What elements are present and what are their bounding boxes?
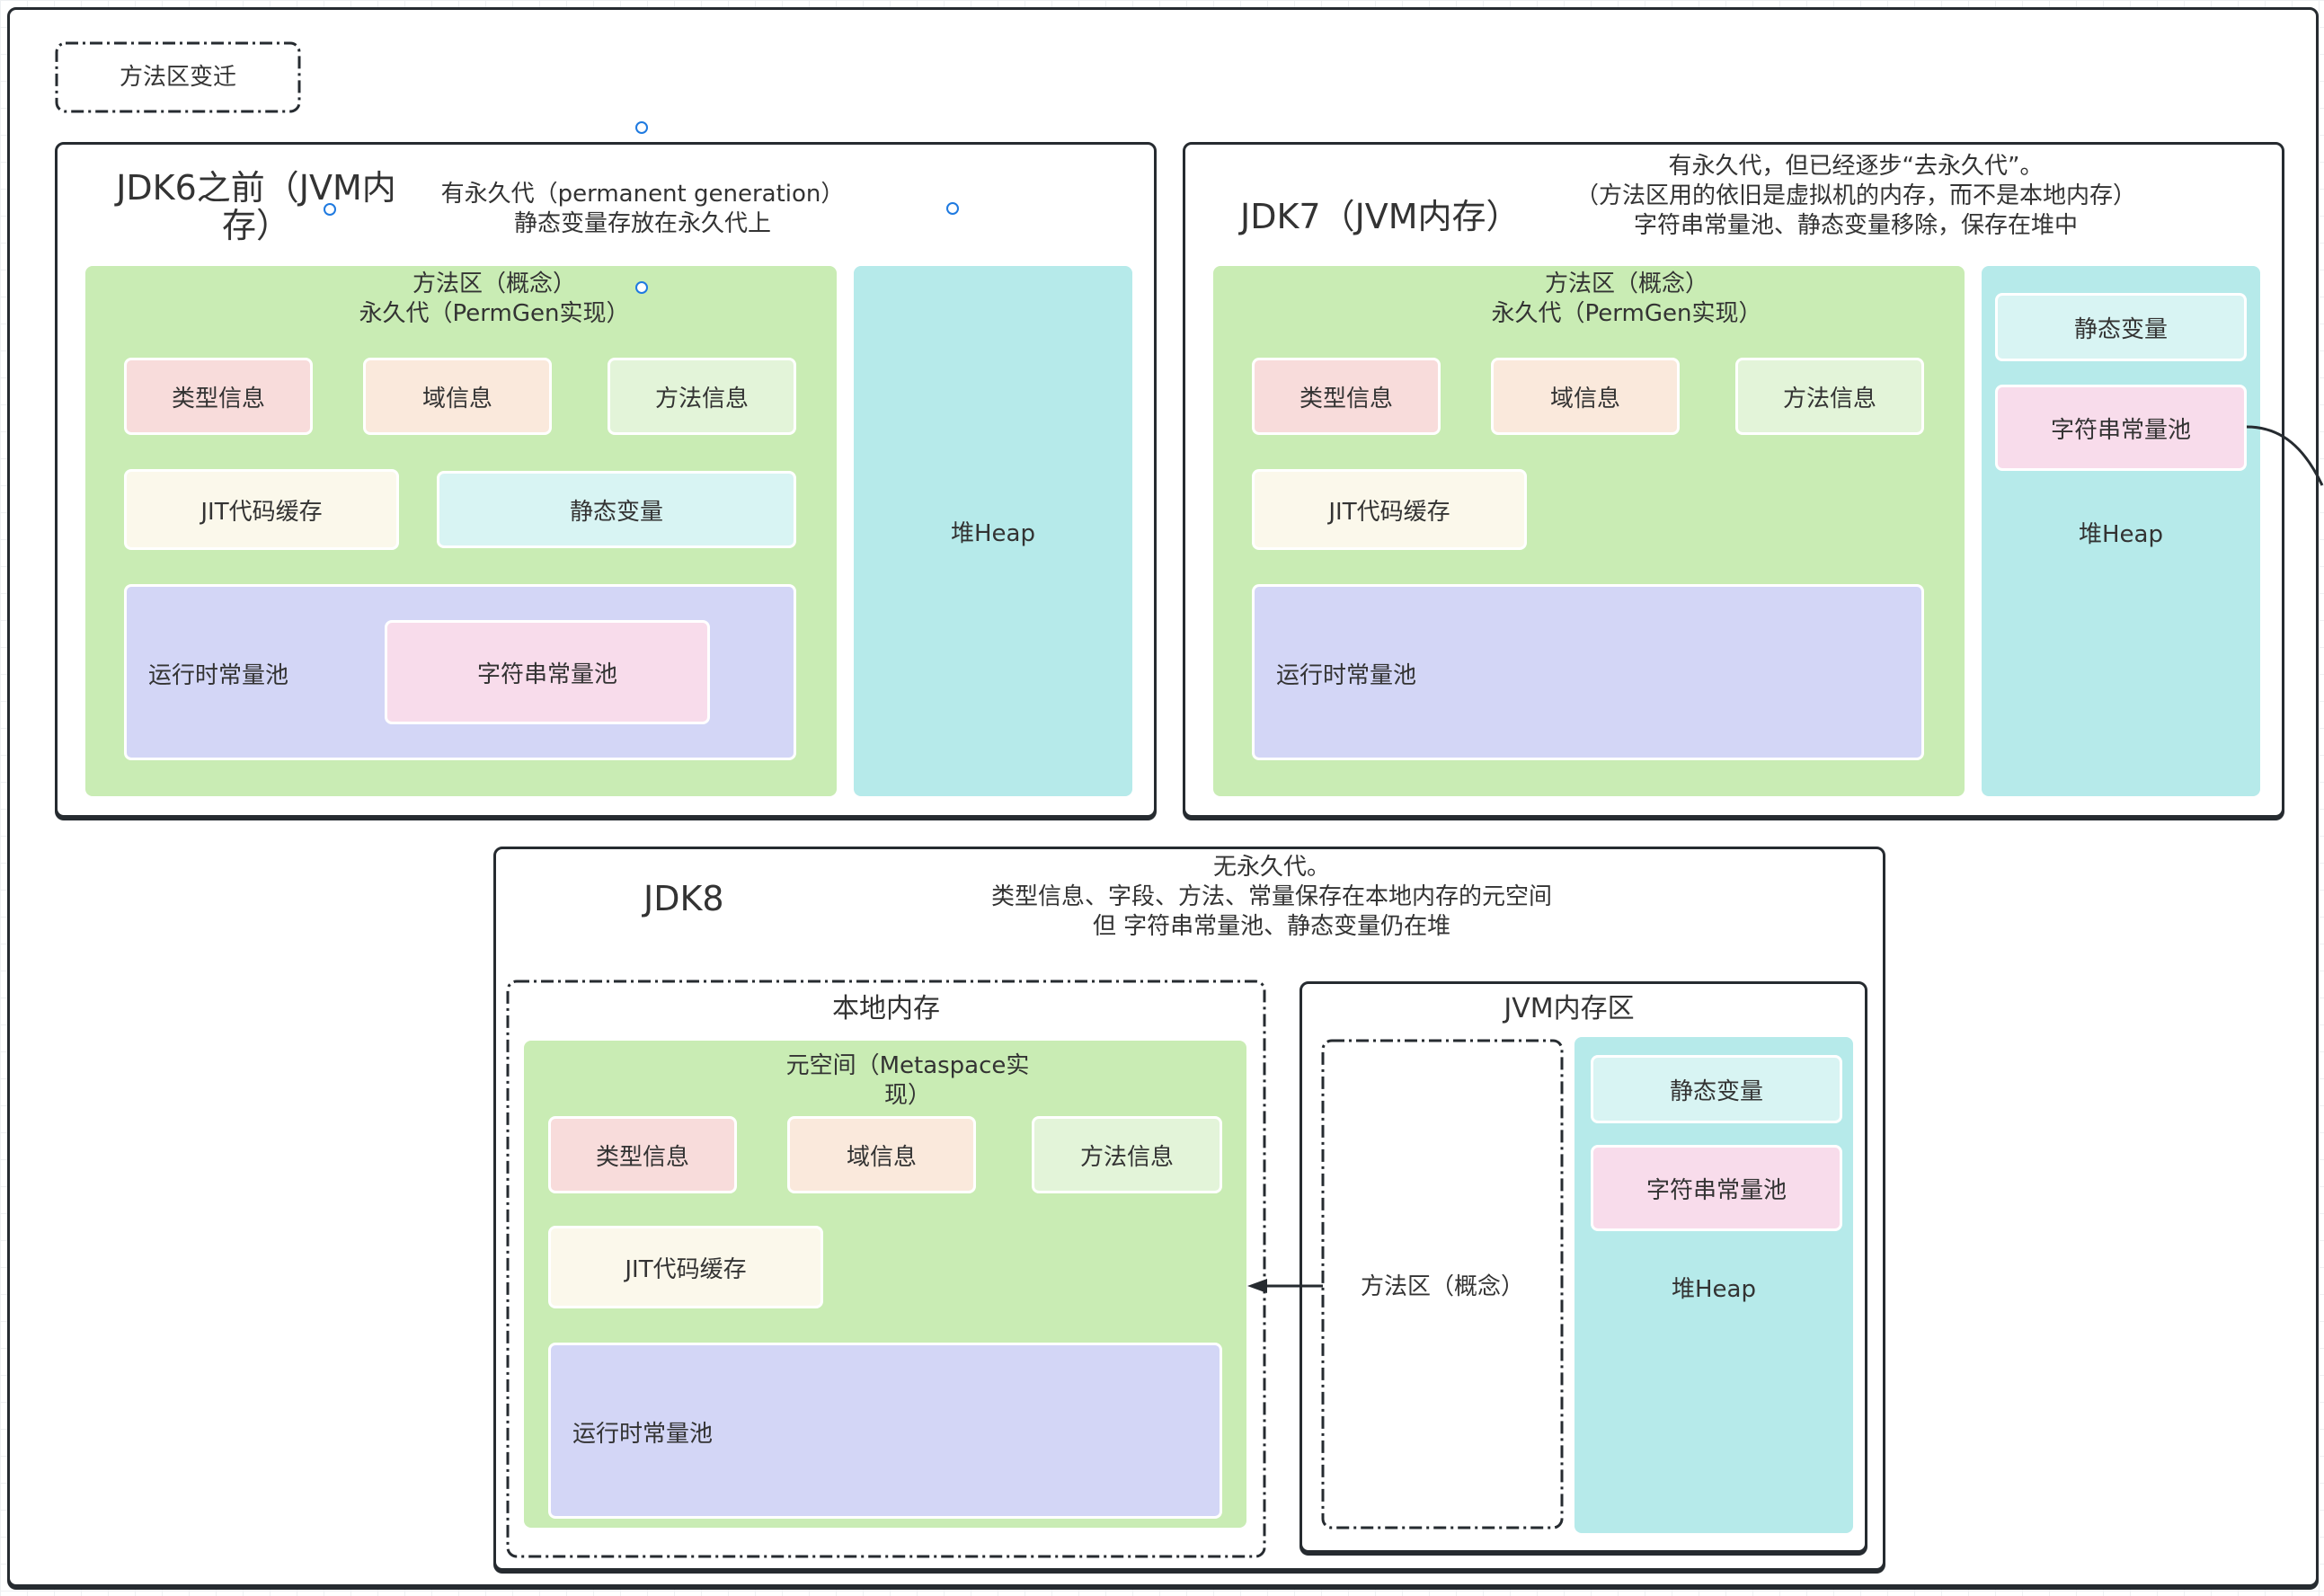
jdk7-jit-cache[interactable]: JIT代码缓存 xyxy=(1252,469,1527,550)
jdk6-type-info[interactable]: 类型信息 xyxy=(124,358,313,435)
jdk6-heap[interactable]: 堆Heap xyxy=(854,266,1132,796)
jdk8-jvm-area-label: JVM内存区 xyxy=(1504,993,1635,1024)
jdk6-method-area-label: 方法区（概念） 永久代（PermGen实现） xyxy=(359,270,630,327)
diagram-title-box[interactable]: 方法区变迁 xyxy=(55,41,301,113)
jdk7-method-area-label: 方法区（概念） 永久代（PermGen实现） xyxy=(1491,270,1762,327)
jdk7-heap-label: 堆Heap xyxy=(2079,521,2163,548)
jdk6-title: JDK6之前（JVM内 存） xyxy=(116,168,396,245)
jdk7-method-info[interactable]: 方法信息 xyxy=(1735,358,1924,435)
jdk7-string-pool[interactable]: 字符串常量池 xyxy=(1995,385,2247,471)
jdk6-static-vars[interactable]: 静态变量 xyxy=(437,471,796,548)
jdk7-static-vars[interactable]: 静态变量 xyxy=(1995,293,2247,361)
jdk8-type-info[interactable]: 类型信息 xyxy=(548,1116,737,1193)
jdk7-runtime-pool-label: 运行时常量池 xyxy=(1276,662,1417,689)
jdk7-field-info[interactable]: 域信息 xyxy=(1491,358,1680,435)
jdk8-heap-label: 堆Heap xyxy=(1672,1276,1756,1303)
jdk6-note: 有永久代（permanent generation） 静态变量存放在永久代上 xyxy=(440,181,845,237)
jdk6-method-info[interactable]: 方法信息 xyxy=(608,358,796,435)
jdk6-field-info[interactable]: 域信息 xyxy=(363,358,552,435)
jdk8-runtime-pool-label: 运行时常量池 xyxy=(572,1421,714,1448)
jdk8-method-area[interactable]: 方法区（概念） xyxy=(1360,1272,1524,1300)
jdk8-runtime-pool[interactable]: 运行时常量池 xyxy=(548,1343,1222,1519)
jdk8-native-memory-label: 本地内存 xyxy=(832,993,940,1024)
jdk6-jit-cache[interactable]: JIT代码缓存 xyxy=(124,469,399,550)
jdk8-method-area-border xyxy=(1321,1039,1564,1530)
jdk7-title: JDK7（JVM内存） xyxy=(1240,197,1521,236)
connection-anchor-icon[interactable] xyxy=(635,281,648,294)
diagram-title: 方法区变迁 xyxy=(119,63,236,91)
connector-curve[interactable] xyxy=(2238,413,2324,503)
jdk7-type-info[interactable]: 类型信息 xyxy=(1252,358,1441,435)
jdk8-title: JDK8 xyxy=(643,879,724,918)
arrow-left-icon[interactable] xyxy=(1246,1272,1326,1299)
jdk8-static-vars[interactable]: 静态变量 xyxy=(1591,1055,1842,1123)
jdk6-string-pool[interactable]: 字符串常量池 xyxy=(385,620,710,724)
jdk8-note: 无永久代。 类型信息、字段、方法、常量保存在本地内存的元空间 但 字符串常量池、… xyxy=(990,853,1552,940)
connection-anchor-icon[interactable] xyxy=(324,203,336,216)
jdk6-runtime-pool-label: 运行时常量池 xyxy=(148,662,289,689)
jdk8-string-pool[interactable]: 字符串常量池 xyxy=(1591,1145,1842,1231)
connection-anchor-icon[interactable] xyxy=(635,121,648,134)
dashdot-border xyxy=(55,41,301,113)
jdk8-method-info[interactable]: 方法信息 xyxy=(1032,1116,1222,1193)
jdk8-field-info[interactable]: 域信息 xyxy=(787,1116,976,1193)
connection-anchor-icon[interactable] xyxy=(946,202,959,215)
jdk8-jit-cache[interactable]: JIT代码缓存 xyxy=(548,1226,823,1308)
jdk7-note: 有永久代，但已经逐步“去永久代”。 （方法区用的依旧是虚拟机的内存，而不是本地内… xyxy=(1574,152,2136,239)
jdk7-runtime-pool[interactable]: 运行时常量池 xyxy=(1252,584,1924,760)
jdk8-metaspace-label: 元空间（Metaspace实 现） xyxy=(785,1052,1030,1109)
